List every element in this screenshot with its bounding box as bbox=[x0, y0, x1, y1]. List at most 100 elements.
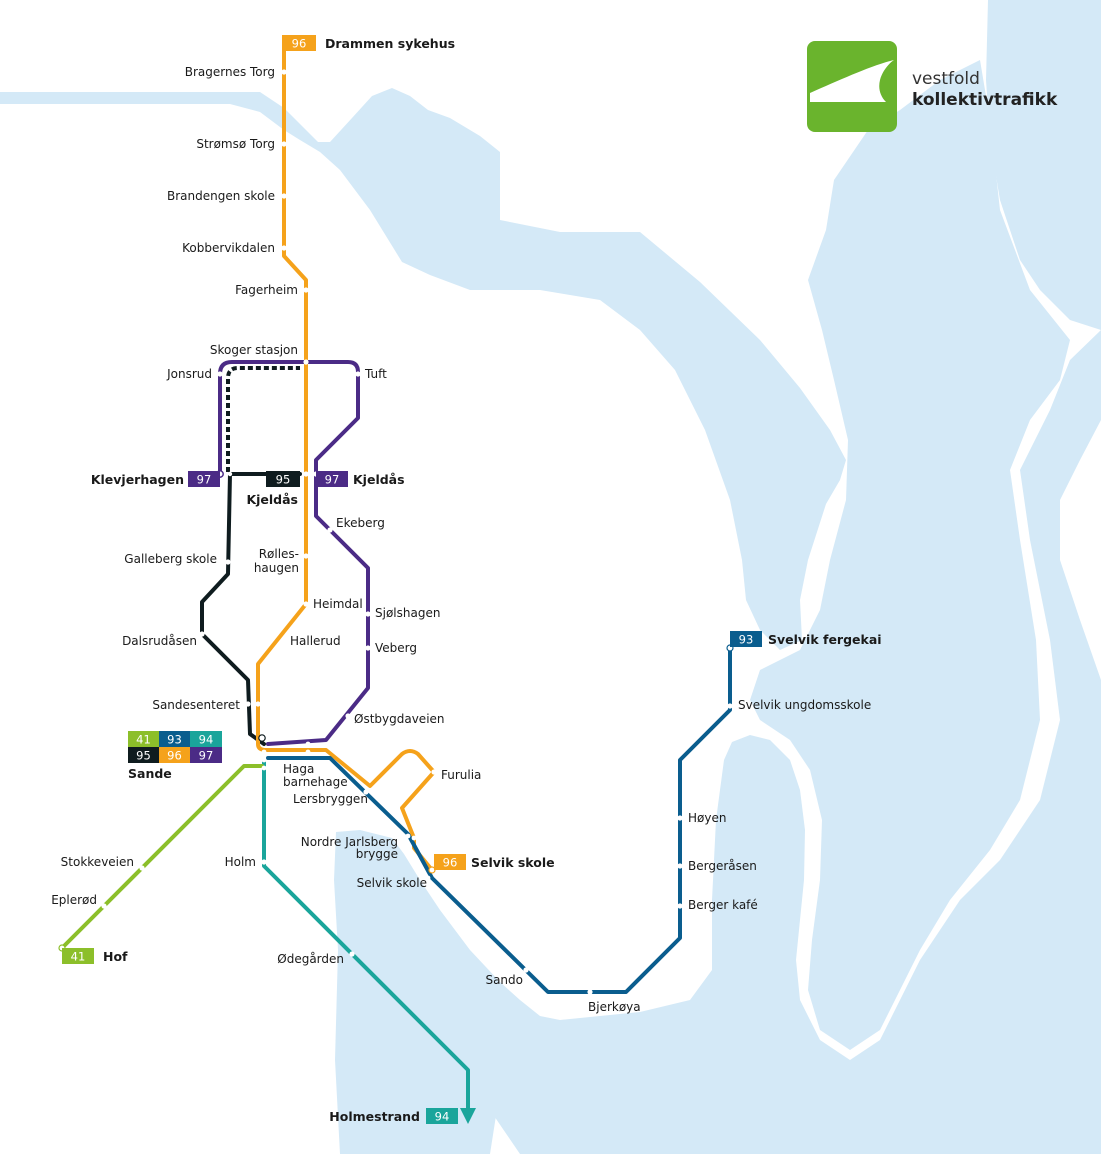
stop-marker[interactable] bbox=[258, 734, 266, 742]
badge-97-sande[interactable] bbox=[190, 747, 222, 763]
badge-41-sande[interactable] bbox=[128, 731, 159, 747]
stop-marker[interactable] bbox=[523, 967, 529, 973]
badge-94-holmestrand[interactable]: 94 bbox=[426, 1108, 458, 1124]
terminal-hof[interactable]: Hof bbox=[103, 949, 128, 964]
badge-95-kjeldas[interactable]: 95 bbox=[266, 471, 300, 487]
terminal-svelvik-fergekai[interactable]: Svelvik fergekai bbox=[768, 632, 882, 647]
terminal-holmestrand[interactable]: Holmestrand bbox=[329, 1109, 420, 1124]
stop-marker[interactable] bbox=[677, 903, 683, 909]
stop-marker[interactable] bbox=[303, 601, 309, 607]
station-label: Furulia bbox=[441, 768, 481, 782]
terminal-selvik-skole[interactable]: Selvik skole bbox=[471, 855, 555, 870]
line-93[interactable] bbox=[266, 646, 732, 994]
stop-marker[interactable] bbox=[677, 863, 683, 869]
stop-marker[interactable] bbox=[261, 765, 267, 771]
station-label: Lersbryggen bbox=[293, 792, 368, 806]
stop-marker[interactable] bbox=[677, 815, 683, 821]
terminal-kjeldas-97[interactable]: Kjeldås bbox=[353, 472, 405, 487]
stop-marker[interactable] bbox=[101, 903, 107, 909]
line-41[interactable] bbox=[60, 764, 264, 950]
route-lines bbox=[60, 42, 732, 1124]
terminal-drammen-sykehus[interactable]: Drammen sykehus bbox=[325, 36, 455, 51]
badge-93-svelvik[interactable]: 93 bbox=[730, 631, 762, 647]
station-label: Stokkeveien bbox=[61, 855, 134, 869]
badge-96-selvik[interactable]: 96 bbox=[434, 854, 466, 870]
terminal-kjeldas-95[interactable]: Kjeldås bbox=[246, 492, 298, 507]
stop-marker[interactable] bbox=[227, 471, 233, 477]
stop-marker[interactable] bbox=[405, 833, 411, 839]
stop-marker[interactable] bbox=[355, 371, 361, 377]
badge-95-sande[interactable] bbox=[128, 747, 159, 763]
line-94[interactable] bbox=[262, 760, 470, 1118]
stop-marker[interactable] bbox=[305, 741, 311, 747]
station-label: Strømsø Torg bbox=[196, 137, 275, 151]
svg-text:97: 97 bbox=[199, 749, 214, 763]
stop-marker[interactable] bbox=[281, 69, 287, 75]
badge-97-klevjerhagen[interactable]: 97 bbox=[188, 471, 220, 487]
line-95-dotted[interactable] bbox=[226, 366, 300, 472]
stop-marker[interactable] bbox=[305, 749, 311, 755]
terminal-sande[interactable]: Sande bbox=[128, 766, 172, 781]
station-label: Bjerkøya bbox=[588, 1000, 641, 1014]
stop-marker[interactable] bbox=[363, 789, 369, 795]
stop-marker[interactable] bbox=[261, 757, 267, 763]
stop-marker[interactable] bbox=[199, 631, 205, 637]
svg-text:94: 94 bbox=[435, 1110, 450, 1124]
badge-41-hof[interactable]: 41 bbox=[62, 948, 94, 964]
svg-text:95: 95 bbox=[276, 473, 291, 487]
stop-marker[interactable] bbox=[365, 611, 371, 617]
station-labels: Bragernes Torg Strømsø Torg Brandengen s… bbox=[51, 65, 871, 1014]
station-label: Brandengen skole bbox=[167, 189, 275, 203]
vkt-logo: vestfold kollektivtrafikk bbox=[807, 41, 1058, 132]
stop-marker[interactable] bbox=[281, 245, 287, 251]
stop-marker[interactable] bbox=[281, 141, 287, 147]
stop-marker[interactable] bbox=[727, 703, 733, 709]
terminal-klevjerhagen[interactable]: Klevjerhagen bbox=[91, 472, 184, 487]
badge-grid-sande: 41 93 94 95 96 97 bbox=[128, 731, 222, 763]
stop-marker[interactable] bbox=[349, 951, 355, 957]
stop-marker[interactable] bbox=[245, 701, 251, 707]
stop-marker[interactable] bbox=[303, 359, 309, 365]
svg-text:97: 97 bbox=[197, 473, 212, 487]
badge-96-sande[interactable] bbox=[159, 747, 190, 763]
stop-marker[interactable] bbox=[217, 371, 223, 377]
stop-marker[interactable] bbox=[303, 553, 309, 559]
badge-97-kjeldas[interactable]: 97 bbox=[316, 471, 348, 487]
station-label: Østbygdaveien bbox=[354, 712, 445, 726]
stop-marker[interactable] bbox=[255, 701, 261, 707]
terminal-labels: Drammen sykehus Klevjerhagen Kjeldås Kje… bbox=[91, 36, 882, 1124]
line-96[interactable] bbox=[256, 42, 436, 872]
stop-marker[interactable] bbox=[327, 527, 333, 533]
station-label: Fagerheim bbox=[235, 283, 298, 297]
stop-marker[interactable] bbox=[425, 875, 431, 881]
stop-marker[interactable] bbox=[281, 193, 287, 199]
station-label: Høyen bbox=[688, 811, 726, 825]
stop-marker[interactable] bbox=[345, 713, 351, 719]
stop-marker[interactable] bbox=[285, 633, 291, 639]
stop-marker[interactable] bbox=[261, 749, 267, 755]
station-label: barnehage bbox=[283, 775, 348, 789]
svg-text:95: 95 bbox=[136, 749, 151, 763]
badge-96-drammen[interactable]: 96 bbox=[282, 35, 316, 51]
line-97[interactable] bbox=[218, 360, 370, 746]
stop-marker[interactable] bbox=[587, 989, 593, 995]
badge-94-sande[interactable] bbox=[190, 731, 222, 747]
stop-marker[interactable] bbox=[411, 835, 417, 841]
water-inner-fjord bbox=[750, 60, 1070, 1050]
stop-marker[interactable] bbox=[303, 471, 309, 477]
svg-text:41: 41 bbox=[71, 950, 86, 964]
stop-marker[interactable] bbox=[261, 859, 267, 865]
stop-marker[interactable] bbox=[139, 865, 145, 871]
station-label: Galleberg skole bbox=[124, 552, 217, 566]
stop-marker[interactable] bbox=[303, 287, 309, 293]
stop-marker[interactable] bbox=[225, 559, 231, 565]
station-label: Kobbervikdalen bbox=[182, 241, 275, 255]
stop-marker[interactable] bbox=[365, 645, 371, 651]
station-label: Skoger stasjon bbox=[210, 343, 298, 357]
station-label: Hallerud bbox=[290, 634, 341, 648]
stop-marker[interactable] bbox=[431, 769, 437, 775]
badge-93-sande[interactable] bbox=[159, 731, 190, 747]
svg-text:97: 97 bbox=[325, 473, 340, 487]
line-95[interactable] bbox=[200, 472, 302, 746]
